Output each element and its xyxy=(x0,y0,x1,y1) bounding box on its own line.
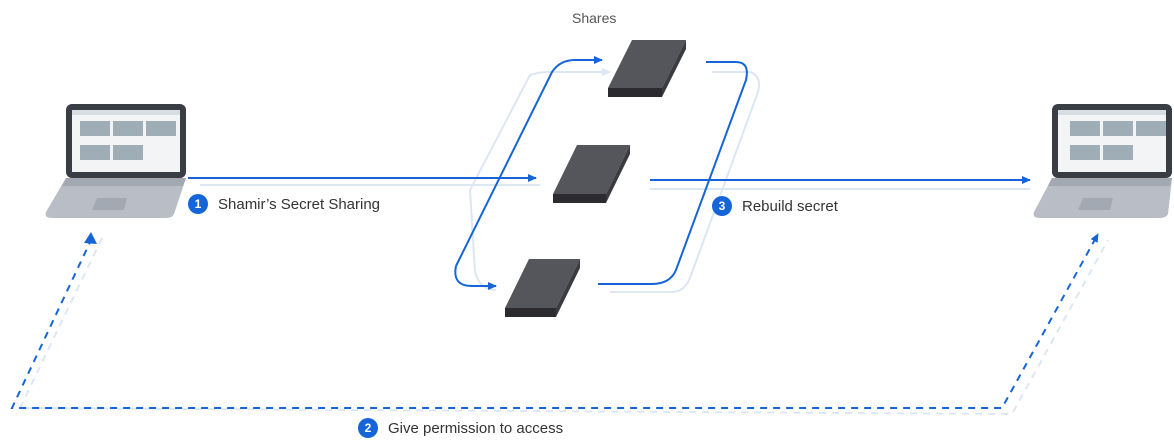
permission-arrowhead xyxy=(84,232,97,244)
step-2-label-group: 2 Give permission to access xyxy=(358,418,563,438)
share-3-device-icon xyxy=(505,259,580,317)
receiver-laptop-icon xyxy=(1033,104,1172,218)
to-share-3 xyxy=(454,265,497,290)
step-2-badge: 2 xyxy=(358,418,378,438)
step-2-label: Give permission to access xyxy=(388,419,564,437)
step-3-label: Rebuild secret xyxy=(742,197,838,215)
shares-title: Shares xyxy=(572,10,617,26)
permission-arrow xyxy=(10,233,1099,409)
step-3-label-group: 3 Rebuild secret xyxy=(712,196,838,216)
share-1-device-icon xyxy=(608,40,686,97)
step-1-badge: 1 xyxy=(188,194,208,214)
to-share-1 xyxy=(455,56,603,267)
sender-laptop-icon xyxy=(45,104,186,218)
step-3-badge: 3 xyxy=(712,196,732,216)
share-2-device-icon xyxy=(553,145,630,203)
from-shares xyxy=(598,61,748,285)
ghost-connectors xyxy=(18,68,1109,416)
flow-connectors xyxy=(10,56,1099,409)
step-1-label-group: 1 Shamir’s Secret Sharing xyxy=(188,194,380,214)
step-1-label: Shamir’s Secret Sharing xyxy=(218,195,381,213)
